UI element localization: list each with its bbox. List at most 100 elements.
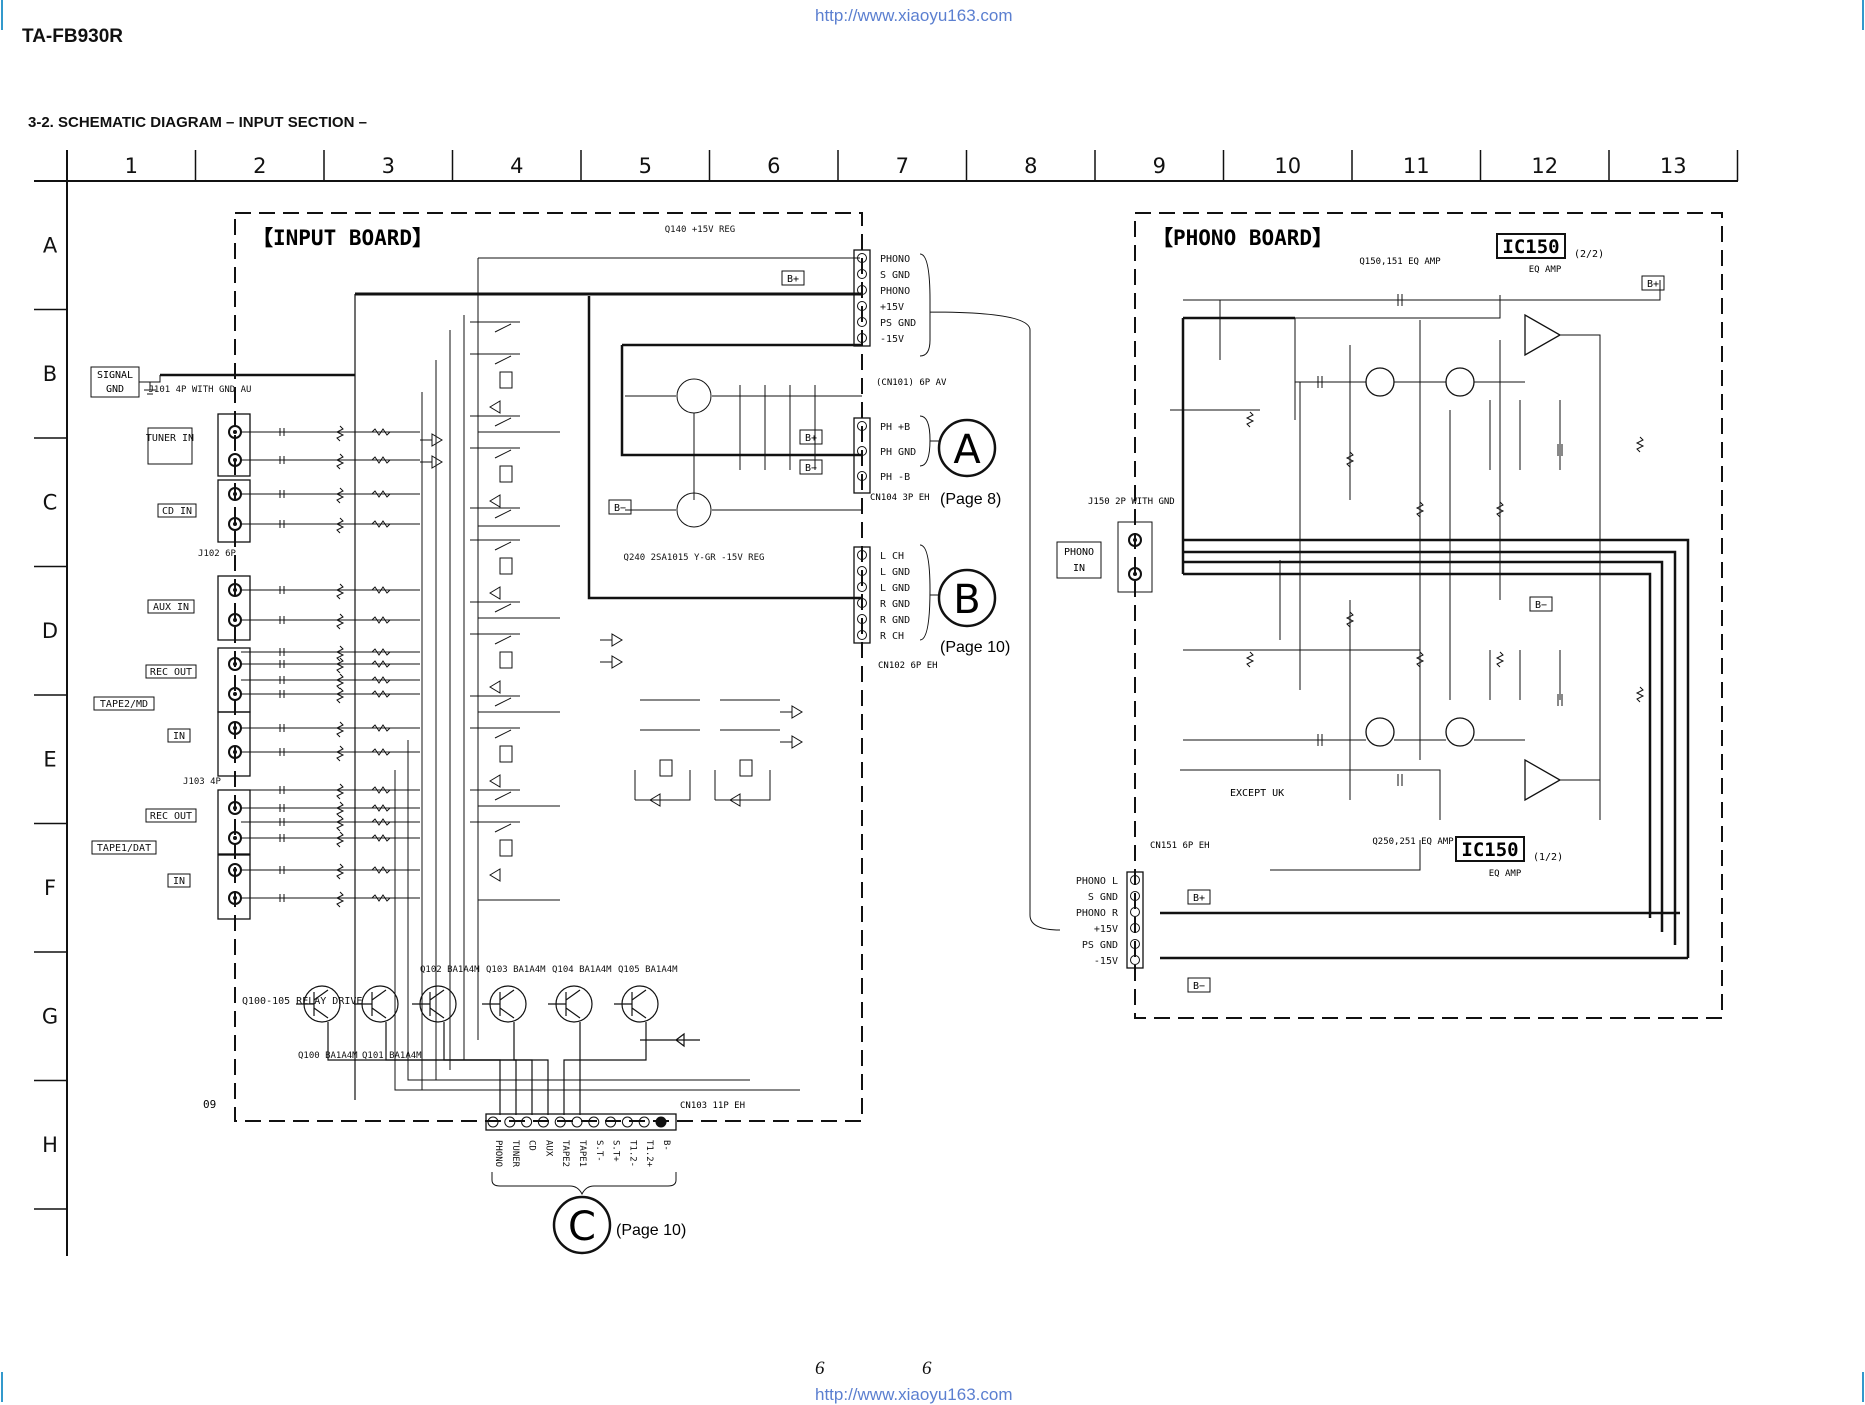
tape1-dat-label: TAPE1/DAT <box>97 843 151 854</box>
cn102-label: CN102 6P EH <box>878 661 938 671</box>
grid-row-C: C <box>43 490 58 514</box>
grid-column-4: 4 <box>510 154 523 178</box>
cn103-pin-7: S.T- <box>594 1140 604 1162</box>
cn103-pin-2: TUNER <box>510 1140 520 1168</box>
board-code: 09 <box>203 1098 216 1111</box>
connector-c-page[interactable]: (Page 10) <box>616 1222 686 1239</box>
grid-column-10: 10 <box>1274 154 1301 178</box>
model-name: TA-FB930R <box>22 26 123 47</box>
cn102-pin-3: L GND <box>880 583 910 594</box>
grid-row-H: H <box>42 1133 58 1157</box>
connector-a-page[interactable]: (Page 8) <box>940 491 1001 508</box>
bottom-url-link[interactable]: http://www.xiaoyu163.com <box>815 1385 1013 1404</box>
bplus-input-1: B+ <box>787 274 799 285</box>
cn104-label: CN104 3P EH <box>870 493 930 503</box>
signal-gnd-label-2: GND <box>106 384 124 395</box>
grid-row-G: G <box>42 1004 58 1028</box>
bminus-input-2: B− <box>614 503 626 514</box>
connector-a-circle[interactable] <box>937 418 997 478</box>
cn102-pin-4: R GND <box>880 599 910 610</box>
bminus-phono-2: B− <box>1193 981 1205 992</box>
rec-out-label-1: REC OUT <box>150 667 192 678</box>
grid-row-E: E <box>43 747 56 771</box>
signal-gnd-label-1: SIGNAL <box>97 370 133 381</box>
q240-label: Q240 2SA1015 Y-GR -15V REG <box>624 553 765 563</box>
q104-label: Q104 BA1A4M <box>552 965 612 975</box>
grid-column-11: 11 <box>1403 154 1430 178</box>
cn151-pin-3: PHONO R <box>1076 908 1119 919</box>
cn151-pin-1: PHONO L <box>1076 876 1118 887</box>
cn103-pin-10: T1.2+ <box>644 1140 654 1168</box>
input-board: 【INPUT BOARD】 09 SIGNAL GND TUNER IN CD … <box>90 212 947 1196</box>
tape2-in-label: IN <box>173 731 185 742</box>
cn101-pin-6: -15V <box>880 334 904 345</box>
connector-b-circle[interactable] <box>937 568 997 628</box>
cn101-pin-2: S GND <box>880 270 910 281</box>
grid-frame <box>34 150 1739 1256</box>
section-title: 3-2. SCHEMATIC DIAGRAM – INPUT SECTION – <box>28 114 367 131</box>
cn101-pin-3: PHONO <box>880 286 910 297</box>
connector-c-letter: C <box>568 1204 596 1250</box>
cn102-pin-5: R GND <box>880 615 910 626</box>
cn151-pin-4: +15V <box>1094 924 1118 935</box>
grid-column-8: 8 <box>1024 154 1037 178</box>
eq-amp-top: Q150,151 EQ AMP <box>1359 257 1441 267</box>
cn102-pin-2: L GND <box>880 567 910 578</box>
grid-column-3: 3 <box>382 154 395 178</box>
tuner-in-label: TUNER IN <box>146 433 194 444</box>
phono-in-label-1: PHONO <box>1064 547 1094 558</box>
q140-label: Q140 +15V REG <box>665 225 735 235</box>
grid-row-D: D <box>42 619 58 643</box>
bplus-phono-2: B+ <box>1193 893 1205 904</box>
relay-drive-label: Q100-105 RELAY DRIVE <box>242 996 362 1007</box>
cn103-pin-5: TAPE2 <box>560 1140 570 1167</box>
bminus-input-1: B− <box>805 463 817 474</box>
phono-board-title: 【PHONO BOARD】 <box>1152 226 1333 250</box>
phono-in-label-2: IN <box>1073 563 1085 574</box>
cn102-pin-6: R CH <box>880 631 904 642</box>
j101-label: J101 4P WITH GND AU <box>149 385 252 395</box>
grid-row-A: A <box>43 233 58 257</box>
j103-label: J103 4P <box>183 777 222 787</box>
input-board-title: 【INPUT BOARD】 <box>252 226 433 250</box>
cn151-pin-5: PS GND <box>1082 940 1118 951</box>
eq-amp-ic-top: EQ AMP <box>1529 265 1562 275</box>
connector-c-circle[interactable] <box>552 1195 612 1255</box>
grid-column-2: 2 <box>253 154 266 178</box>
grid-column-6: 6 <box>767 154 780 178</box>
cn101-pin-1: PHONO <box>880 254 910 265</box>
connector-references: A (Page 8) B (Page 10) C (Page 10) <box>552 253 1061 1255</box>
cn104-pin-2: PH GND <box>880 447 916 458</box>
ic150-bottom-sub: (1/2) <box>1533 852 1563 863</box>
grid-column-1: 1 <box>125 154 138 178</box>
bplus-phono-1: B+ <box>1647 279 1659 290</box>
cn101-pin-5: PS GND <box>880 318 916 329</box>
tape1-in-label: IN <box>173 876 185 887</box>
cn101-pin-4: +15V <box>880 302 904 313</box>
phono-board: 【PHONO BOARD】 IC150 (2/2) Q150,151 EQ AM… <box>1056 212 1723 1019</box>
cd-in-label: CD IN <box>162 506 192 517</box>
page-number-right: 6 <box>922 1358 932 1379</box>
cn103-pin-6: TAPE1 <box>577 1140 587 1167</box>
grid-column-9: 9 <box>1153 154 1166 178</box>
top-url-link[interactable]: http://www.xiaoyu163.com <box>815 6 1013 25</box>
cn104-pin-1: PH +B <box>880 422 910 433</box>
q101-label: Q101 BA1A4M <box>362 1051 422 1061</box>
eq-amp-bottom: Q250,251 EQ AMP <box>1372 837 1454 847</box>
cn103-pin-9: T1.2- <box>627 1140 637 1167</box>
cn104-pin-3: PH -B <box>880 472 910 483</box>
connector-b-page[interactable]: (Page 10) <box>940 639 1010 656</box>
cn151-label: CN151 6P EH <box>1150 841 1210 851</box>
cn103-pin-11: B- <box>661 1140 671 1151</box>
cn151-pin-2: S GND <box>1088 892 1118 903</box>
q103-label: Q103 BA1A4M <box>486 965 546 975</box>
bplus-input-2: B+ <box>805 433 817 444</box>
aux-in-label: AUX IN <box>153 602 189 613</box>
j102-label: J102 6P <box>198 549 237 559</box>
grid-row-B: B <box>43 362 57 386</box>
ic150-top-label: IC150 <box>1502 236 1559 258</box>
